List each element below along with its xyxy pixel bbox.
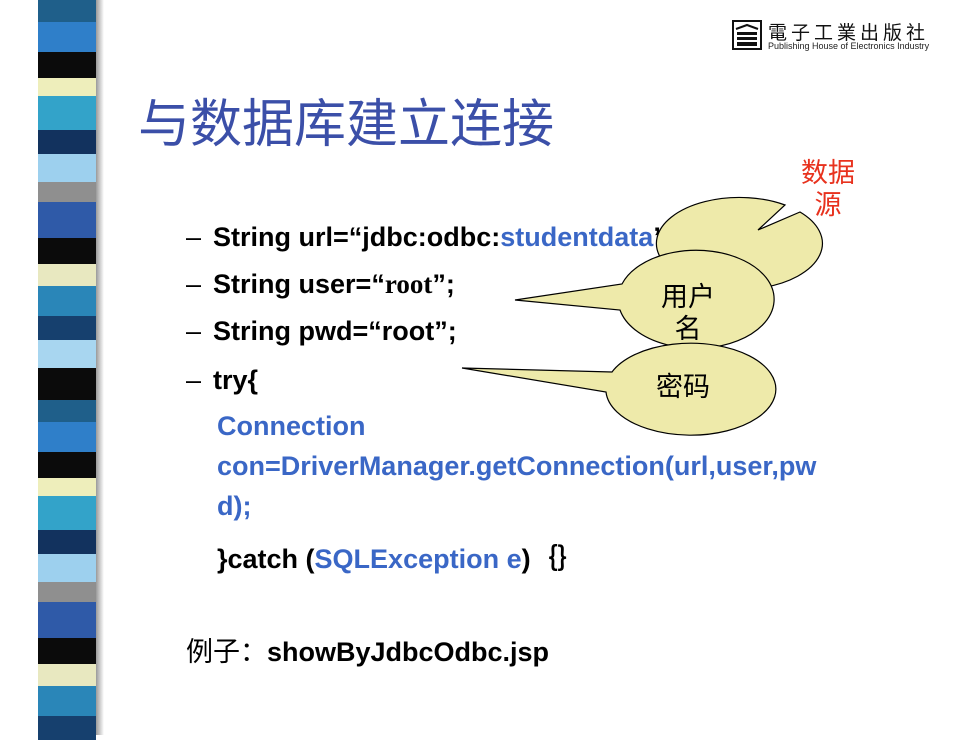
- stripe-segment: [38, 368, 96, 400]
- stripe-segment: [38, 602, 96, 638]
- stripe-segment: [38, 582, 96, 602]
- stripe-segment: [38, 154, 96, 182]
- stripe-segment: [38, 664, 96, 686]
- stripe-segment: [38, 96, 96, 130]
- bullet-try: –try{: [186, 365, 259, 395]
- example-line: 例子：showByJdbcOdbc.jsp: [186, 637, 550, 667]
- code-catch: }catch (SQLException e)｛｝: [217, 544, 585, 574]
- stripe-segment: [38, 0, 96, 22]
- stripe-segment: [38, 530, 96, 554]
- publisher-emblem-icon: [732, 20, 762, 50]
- stripe-segment: [38, 182, 96, 202]
- publisher-name-en: Publishing House of Electronics Industry: [768, 41, 930, 51]
- stripe-segment: [38, 130, 96, 154]
- stripe-segment: [38, 264, 96, 286]
- stripe-segment: [38, 400, 96, 422]
- code-connection: Connection: [217, 411, 366, 441]
- bullet-user: –String user=“root”;: [186, 269, 455, 299]
- stripe-segment: [38, 340, 96, 368]
- bullet-url: –String url=“jdbc:odbc:studentdata”;: [186, 222, 676, 252]
- stripe-segment: [38, 638, 96, 664]
- stripe-segment: [38, 52, 96, 78]
- callout-username-shape: [514, 249, 775, 349]
- datasource-name: studentdata: [500, 222, 654, 252]
- stripe-segment: [38, 78, 96, 96]
- stripe-segment: [38, 554, 96, 582]
- stripe-segment: [38, 286, 96, 316]
- publisher-name-cn: 電子工業出版社: [768, 22, 930, 44]
- callout-password: 密码: [656, 372, 710, 403]
- stripe-segment: [38, 478, 96, 496]
- stripe-segment: [38, 686, 96, 716]
- callout-username: 用户 名: [661, 282, 715, 345]
- stripe-segment: [38, 238, 96, 264]
- code-getconnection-end: d);: [217, 491, 252, 521]
- stripe-segment: [38, 422, 96, 452]
- stripe-segment: [38, 202, 96, 238]
- stripe-segment: [38, 452, 96, 478]
- callout-datasource: 数据 源: [801, 158, 855, 221]
- slide-title: 与数据库建立连接: [138, 95, 555, 155]
- bullet-pwd: –String pwd=“root”;: [186, 316, 457, 346]
- stripe-segment: [38, 316, 96, 340]
- stripe-segment: [38, 22, 96, 52]
- stripe-shadow: [96, 0, 104, 735]
- callout-password-shape: [461, 342, 777, 436]
- decorative-stripe-bar: [38, 0, 96, 740]
- publisher-logo: 電子工業出版社 Publishing House of Electronics …: [732, 18, 962, 54]
- stripe-segment: [38, 496, 96, 530]
- code-getconnection: con=DriverManager.getConnection(url,user…: [217, 451, 817, 481]
